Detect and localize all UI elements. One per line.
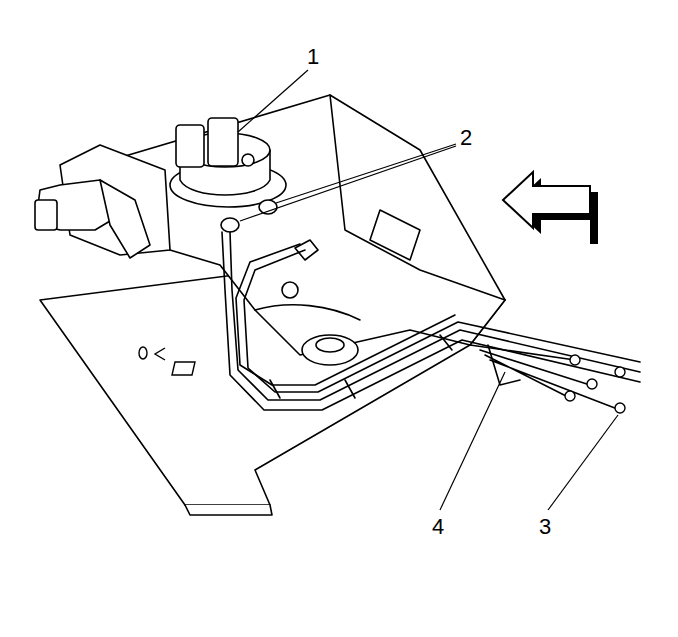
vacuum-pipe [236, 244, 455, 385]
callout-number: 1 [307, 46, 319, 68]
leader-line [240, 146, 456, 221]
housing-contour [255, 305, 360, 320]
actuator-crank [100, 180, 150, 258]
leader-line [238, 70, 308, 132]
actuator-tip [35, 200, 57, 230]
engraved-mark [155, 348, 165, 360]
view-arrow [503, 172, 590, 228]
hose-fitting [615, 403, 625, 413]
engraved-mark [139, 347, 147, 359]
clip-bolt [282, 282, 298, 298]
pipe-clips [270, 335, 452, 398]
vacuum-pipe [230, 232, 640, 400]
port-hole [316, 338, 344, 352]
housing-ridge [330, 95, 505, 300]
hose-fitting [570, 355, 580, 365]
hose-fitting [565, 391, 575, 401]
housing-boss [370, 210, 420, 260]
pipe-fitting [221, 218, 239, 232]
valve-connector [176, 125, 204, 167]
engraved-mark [172, 362, 195, 375]
hose-fitting [587, 379, 597, 389]
callout-number: 3 [539, 516, 551, 538]
hose-fitting [615, 367, 625, 377]
port-boss [302, 335, 358, 365]
bracket [488, 345, 520, 385]
plate-edge [185, 505, 272, 515]
vacuum-pipe [222, 232, 640, 410]
valve-connector [208, 118, 238, 166]
pipe-nut [295, 240, 318, 260]
valve-screw [242, 154, 254, 166]
leader-line [276, 144, 456, 203]
hose-ends [470, 345, 620, 410]
callout-number: 2 [460, 127, 472, 149]
leader-line [440, 372, 505, 510]
leader-line [548, 415, 618, 510]
callout-number: 4 [432, 516, 444, 538]
